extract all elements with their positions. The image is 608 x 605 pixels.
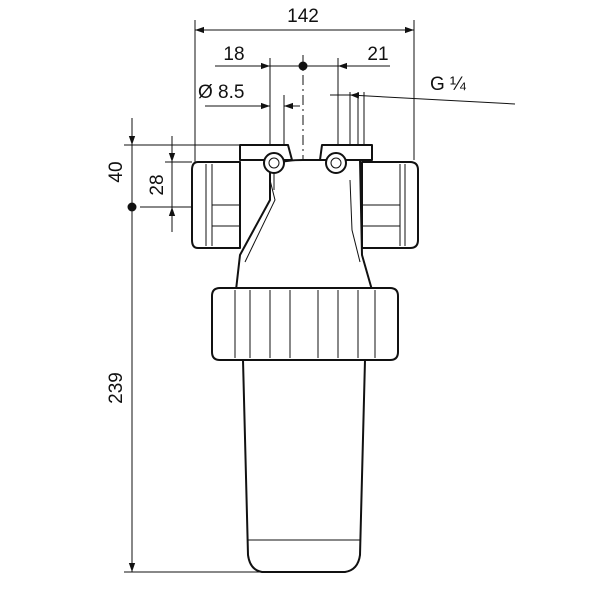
bowl-nut bbox=[211, 287, 399, 361]
dim-right-offset-label: 21 bbox=[367, 44, 388, 65]
dimension-thread: G ¼ bbox=[330, 74, 516, 105]
dim-total-height-label: 239 bbox=[106, 372, 127, 404]
dim-overall-width-label: 142 bbox=[287, 6, 319, 27]
filter-bowl bbox=[242, 359, 366, 573]
dimension-hole-offsets: 18 21 bbox=[215, 44, 390, 95]
right-mounting-bolt bbox=[325, 152, 347, 174]
dimension-top-height: 40 bbox=[106, 118, 240, 212]
dimension-overall-width: 142 bbox=[194, 6, 415, 162]
filter-body bbox=[191, 144, 419, 291]
center-dot-top bbox=[298, 61, 308, 71]
dim-top-height-label: 40 bbox=[106, 161, 127, 182]
dim-thread-label: G ¼ bbox=[430, 74, 467, 95]
dim-port-height-label: 28 bbox=[147, 174, 168, 195]
left-mounting-bolt bbox=[263, 152, 285, 190]
dimension-hole-diameter: Ø 8.5 bbox=[198, 82, 300, 110]
dimension-total-height: 239 bbox=[106, 207, 262, 573]
dim-left-offset-label: 18 bbox=[223, 44, 244, 65]
dimension-port-height: 28 bbox=[140, 136, 192, 232]
dim-hole-diameter-label: Ø 8.5 bbox=[198, 82, 244, 103]
